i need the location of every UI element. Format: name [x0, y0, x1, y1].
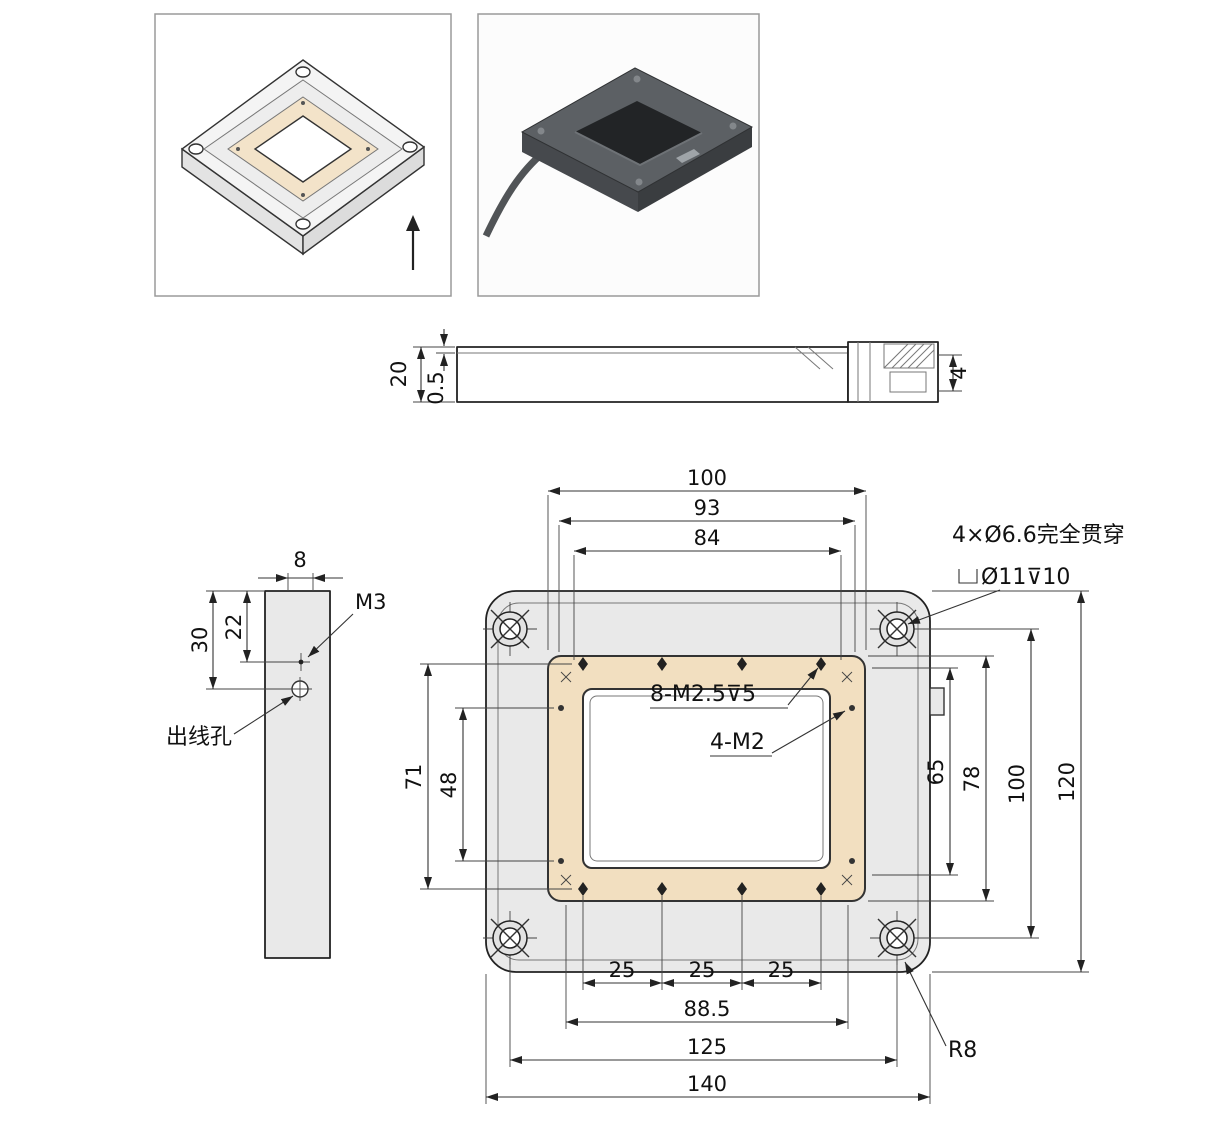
m2-hole-markers — [558, 705, 855, 864]
side-chamfer — [807, 346, 834, 370]
hatch — [907, 343, 933, 369]
hatch — [883, 343, 909, 369]
corner-bolt-hole — [870, 911, 924, 965]
dim-bottom-25b: 25 — [689, 958, 716, 982]
photo-screw — [633, 75, 641, 83]
dim-top-100: 100 — [687, 466, 727, 490]
counterbore-icon — [958, 569, 978, 584]
note-r8: R8 — [948, 1038, 977, 1063]
photo-label — [676, 149, 700, 163]
photo-screw — [635, 178, 643, 186]
iso-corner-hole — [402, 141, 418, 153]
m3-hole — [298, 659, 304, 665]
side-chamfer — [794, 346, 821, 370]
m2-leader — [771, 710, 846, 754]
m25-hole-markers — [578, 657, 826, 896]
iso-corner-hole — [295, 218, 311, 230]
iso-corner-hole — [188, 143, 204, 155]
dim-right-120: 120 — [1055, 762, 1079, 802]
top-dimensions: 100 93 84 — [547, 466, 867, 660]
dim-bottom-25a: 25 — [609, 958, 636, 982]
connector-stub — [929, 687, 945, 716]
iso-screw-dot — [301, 101, 305, 105]
corner-bolt-hole — [483, 911, 537, 965]
dim-left-22: 22 — [222, 614, 246, 641]
corner-bolt-hole — [870, 602, 924, 656]
counterbore-leader — [907, 589, 1001, 625]
dim-bottom-125: 125 — [687, 1035, 727, 1059]
dim-bottom-25c: 25 — [768, 958, 795, 982]
connector-hatch-area — [883, 343, 935, 369]
dim-top-84: 84 — [694, 526, 721, 550]
opening-inner-edge — [589, 695, 824, 862]
bottom-dimensions: 25 25 25 88.5 125 140 — [485, 896, 931, 1104]
photo-side-right — [638, 127, 752, 212]
iso-screw-dot — [366, 147, 370, 151]
photo-screw — [537, 127, 545, 135]
side-body — [456, 346, 849, 403]
right-dimensions: 65 78 100 120 — [868, 590, 1089, 973]
dim-bottom-885: 88.5 — [684, 997, 731, 1021]
iso-corner-hole — [295, 66, 311, 78]
m25-leader — [787, 667, 819, 706]
iso-opening — [253, 115, 353, 183]
dim-right-78: 78 — [960, 766, 984, 793]
center-opening — [582, 688, 831, 869]
photo-view — [477, 13, 760, 297]
dim-right-65: 65 — [924, 759, 948, 786]
connector-detail — [889, 371, 927, 393]
iso-screw-dot — [301, 193, 305, 197]
dim-left-71: 71 — [402, 764, 426, 791]
hatch — [915, 349, 935, 369]
hatch — [891, 343, 917, 369]
annotations: 4×Ø6.6完全贯穿 Ø11⊽10 8-M2.5⊽5 4-M2 R8 — [650, 523, 1125, 1063]
label-outlet: 出线孔 — [166, 725, 232, 750]
ring-corner-marks — [560, 671, 853, 886]
dim-side-05: 0.5 — [424, 371, 448, 404]
dim-top-93: 93 — [694, 496, 721, 520]
r8-leader — [904, 961, 947, 1047]
direction-arrow-head — [406, 215, 420, 231]
outlet-leader — [233, 695, 294, 735]
photo-side-left — [522, 132, 638, 212]
note-corner-holes: 4×Ø6.6完全贯穿 — [952, 523, 1125, 548]
dim-left-8: 8 — [293, 548, 306, 572]
side-view: 20 0.5 4 — [387, 329, 971, 405]
dim-side-20: 20 — [387, 361, 411, 388]
dim-bottom-140: 140 — [687, 1072, 727, 1096]
plate-inner-edge — [497, 602, 919, 961]
dim-right-100: 100 — [1005, 764, 1029, 804]
dim-left-48: 48 — [437, 772, 461, 799]
photo-opening-edge — [574, 131, 703, 167]
iso-view — [154, 13, 452, 297]
photo-screw — [729, 122, 737, 130]
note-counterbore: Ø11⊽10 — [981, 565, 1070, 590]
note-m2: 4-M2 — [710, 730, 765, 755]
m3-leader — [307, 613, 354, 658]
iso-screw-dot — [236, 147, 240, 151]
corner-bolt-hole — [483, 602, 537, 656]
left-dimensions: 71 48 — [402, 663, 572, 890]
label-m3: M3 — [355, 590, 386, 614]
hatch — [899, 343, 925, 369]
dim-side-4: 4 — [947, 366, 971, 379]
left-view: 8 22 30 M3 出线孔 — [166, 548, 386, 959]
front-view: 100 93 84 65 78 100 120 71 — [402, 466, 1125, 1104]
note-m25: 8-M2.5⊽5 — [650, 682, 756, 707]
dim-left-30: 30 — [188, 627, 212, 654]
